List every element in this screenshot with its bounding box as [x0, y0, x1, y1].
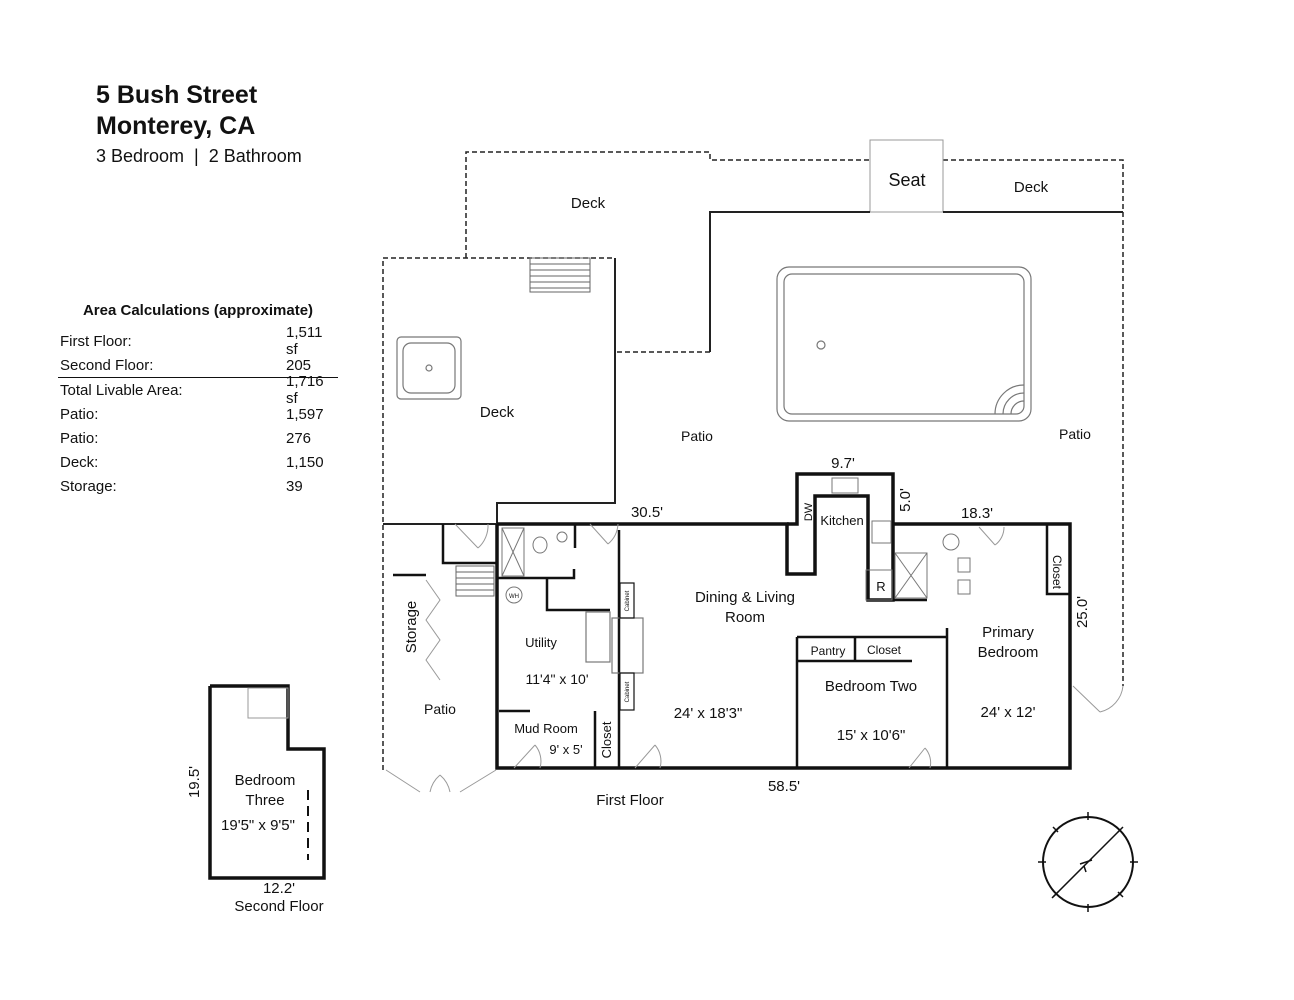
bed-bath-summary: 3 Bedroom | 2 Bathroom [96, 146, 302, 166]
second-floor-plan: Bedroom Three 19'5" x 9'5" 19.5' 12.2' S… [186, 684, 326, 915]
closet-label: Closet [867, 643, 902, 657]
address-line-1: 5 Bush Street [96, 81, 258, 109]
area-row: Patio: 1,597 [58, 402, 338, 426]
fireplace [585, 582, 644, 711]
dishwasher-label: DW [803, 502, 815, 521]
fridge-label: R [876, 579, 885, 594]
bedroom-three-label: Bedroom [235, 772, 296, 789]
pantry-label: Pantry [811, 644, 846, 658]
property-header: 5 Bush Street Monterey, CA 3 Bedroom | 2… [96, 80, 302, 167]
area-label: First Floor: [60, 332, 132, 350]
bedroom-two-label: Bedroom Two [825, 678, 917, 695]
deck-label: Deck [571, 195, 606, 212]
area-calculations: Area Calculations (approximate) First Fl… [58, 302, 338, 498]
seat-box [869, 139, 944, 213]
first-floor-label: First Floor [596, 792, 664, 809]
area-value: 1,511 sf [286, 324, 323, 358]
area-row: Patio: 276 [58, 426, 338, 450]
utility-dimensions: 11'4" x 10' [526, 671, 589, 687]
area-label: Deck: [60, 453, 99, 471]
kitchen-label: Kitchen [820, 513, 863, 528]
closet-label: Closet [599, 721, 614, 758]
second-floor-label: Second Floor [234, 898, 323, 915]
primary-bedroom-label-2: Bedroom [978, 644, 1039, 661]
area-value: 205 [286, 356, 312, 374]
closet-label: Closet [1050, 555, 1064, 590]
utility-label: Utility [525, 635, 557, 650]
doors [385, 523, 1124, 793]
dimension-label: 12.2' [263, 880, 295, 897]
hot-tub [396, 336, 462, 400]
patio-label: Patio [1059, 426, 1091, 442]
compass-icon [1038, 812, 1138, 912]
bedroom-three-label-2: Three [245, 792, 284, 809]
patio-label: Patio [424, 701, 456, 717]
cabinet-label: Cabinet [625, 681, 631, 702]
deck-label: Deck [480, 404, 515, 421]
area-row: Storage: 39 [58, 474, 338, 498]
area-row: First Floor: 1,511 sf [58, 324, 338, 358]
bedroom-three-dimensions: 19'5" x 9'5" [221, 817, 295, 834]
seat-label: Seat [888, 170, 925, 190]
deck-label: Deck [1014, 179, 1049, 196]
area-label: Second Floor: [60, 356, 154, 374]
area-value: 276 [286, 429, 312, 447]
dimension-label: 25.0' [1074, 596, 1091, 628]
area-value: 1,597 [286, 405, 324, 423]
area-label: Storage: [60, 477, 117, 495]
primary-bedroom-label: Primary [982, 624, 1034, 641]
bath-fixtures [501, 477, 971, 604]
interior-walls [393, 524, 1070, 768]
primary-bedroom-dimensions: 24' x 12' [981, 704, 1036, 721]
deck-outline [382, 151, 1124, 770]
pool [776, 266, 1032, 422]
dimension-label: 19.5' [186, 766, 203, 798]
area-title: Area Calculations (approximate) [82, 302, 314, 319]
area-label: Total Livable Area: [60, 381, 183, 399]
storage-label: Storage [403, 601, 420, 654]
dimension-label: 5.0' [897, 488, 914, 512]
dining-label-2: Room [725, 609, 765, 626]
dimension-label: 18.3' [961, 505, 993, 522]
room-labels: Deck Seat Deck Deck Patio Patio Patio St… [403, 170, 1091, 809]
area-row: Total Livable Area: 1,716 sf [58, 373, 338, 407]
area-value: 1,716 sf [286, 373, 324, 407]
area-label: Patio: [60, 429, 99, 447]
dining-label: Dining & Living [695, 589, 795, 606]
area-value: 39 [286, 477, 303, 495]
area-value: 1,150 [286, 453, 324, 471]
area-label: Patio: [60, 405, 99, 423]
deck-edges [383, 139, 1123, 525]
water-heater-label: WH [509, 594, 519, 600]
address-line-2: Monterey, CA [96, 112, 256, 140]
bedroom-two-dimensions: 15' x 10'6" [837, 727, 906, 744]
cabinet-label: Cabinet [625, 590, 631, 611]
area-row: Deck: 1,150 [58, 450, 338, 474]
patio-label: Patio [681, 428, 713, 444]
deck-stairs [455, 257, 591, 597]
dimension-label: 9.7' [831, 455, 855, 472]
mud-room-label: Mud Room [514, 721, 578, 736]
mud-room-dimensions: 9' x 5' [549, 742, 582, 757]
dining-dimensions: 24' x 18'3" [674, 705, 743, 722]
area-row: Second Floor: 205 [58, 353, 338, 378]
dimension-label: 30.5' [631, 504, 663, 521]
dimension-label: 58.5' [768, 778, 800, 795]
